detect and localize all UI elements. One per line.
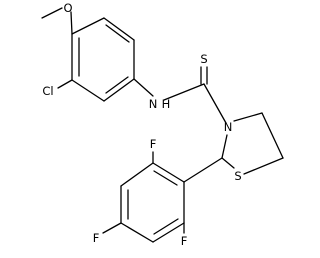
atom-label-methoxy-o: O [63,1,72,15]
bond-rings-c2 [221,157,235,169]
bond-aryl-1 [71,17,105,35]
bond-aryl-5 [71,79,105,102]
bond-ch2b-rings [243,157,284,175]
bond-aryl-2-inner [105,24,130,43]
bonds [41,7,284,243]
atom-label-amide-n: N [149,97,158,111]
bond-aryl-2 [103,17,135,41]
bond-aryl-4 [103,78,135,102]
atom-label-chlorine: Cl [42,84,53,98]
bond-o-ring [70,11,73,35]
bond-f-para [102,222,122,234]
bond-tfp-5 [152,222,185,243]
atom-label-ring-s: S [234,169,241,183]
chemical-structure-diagram: O Cl N H S N S F F F [41,1,284,248]
bond-methyl-o [41,7,63,19]
bond-aryl-nh [133,78,154,97]
atom-label-thione-s: S [200,52,207,66]
atom-labels: O Cl N H S N S F F F [42,1,241,248]
bond-tfp-5-inner [153,218,179,235]
bond-cl [57,79,73,89]
bond-nh-c [163,83,205,101]
atom-label-fluorine-upper: F [150,137,157,151]
bond-c-ringn [203,83,227,124]
atom-label-fluorine-lower: F [181,234,188,248]
bond-tfp-1 [152,162,185,183]
atom-label-ring-n: N [224,120,233,134]
bond-tfp-2 [120,162,154,187]
bond-ringn-ch2a [233,112,263,122]
atom-label-fluorine-para: F [93,231,100,245]
bond-c2-aryl [183,157,223,183]
bond-tfp-4 [120,222,154,243]
bond-c2-ringn [221,134,228,159]
bond-tfp-1-inner [153,170,178,186]
bond-aryl-4-inner [105,76,129,94]
atom-label-amide-h: H [162,97,171,111]
bond-ch2a-ch2b [261,112,284,159]
